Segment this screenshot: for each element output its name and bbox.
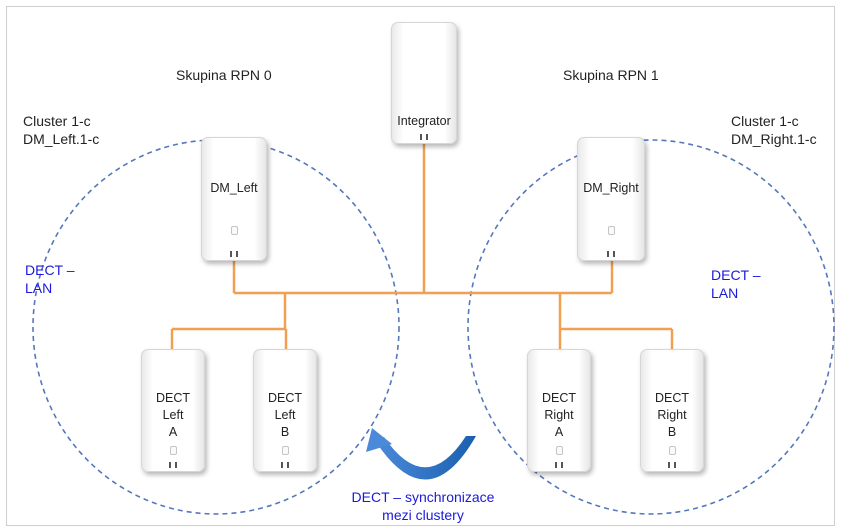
- dect-left-a-label: DECT Left A: [155, 391, 191, 439]
- dm-left-device: DM_Left: [201, 137, 267, 261]
- dect-left-b-device: DECT Left B: [253, 349, 317, 472]
- port-icon: [230, 251, 232, 257]
- dect-lan-right-label: DECT – LAN: [711, 267, 761, 301]
- dm-right-label: DM_Right: [583, 181, 639, 195]
- dect-lan-left-label: DECT – LAN: [25, 262, 75, 296]
- port-icon: [281, 462, 283, 468]
- cluster-right-label: Cluster 1-c DM_Right.1-c: [731, 113, 817, 147]
- port-icon: [555, 462, 557, 468]
- port-icon: [236, 251, 238, 257]
- dect-right-a-label: DECT Right A: [541, 391, 577, 439]
- cluster-right-outline: [467, 139, 835, 515]
- dect-right-a-device: DECT Right A: [527, 349, 591, 472]
- status-led-icon: [231, 226, 238, 235]
- group-left-title: Skupina RPN 0: [176, 67, 272, 83]
- cluster-left-label: Cluster 1-c DM_Left.1-c: [23, 113, 100, 147]
- port-icon: [674, 462, 676, 468]
- dect-right-b-label: DECT Right B: [654, 391, 690, 439]
- dm-left-label: DM_Left: [210, 181, 258, 195]
- port-icon: [613, 251, 615, 257]
- port-icon: [668, 462, 670, 468]
- group-right-title: Skupina RPN 1: [563, 67, 659, 83]
- status-led-icon: [170, 446, 177, 455]
- lan-wiring: [170, 144, 674, 351]
- status-led-icon: [608, 226, 615, 235]
- integrator-label: Integrator: [397, 114, 451, 128]
- status-led-icon: [282, 446, 289, 455]
- port-icon: [420, 134, 422, 140]
- dect-right-b-device: DECT Right B: [640, 349, 704, 472]
- diagram-frame: [6, 6, 835, 526]
- port-icon: [426, 134, 428, 140]
- dect-left-a-device: DECT Left A: [141, 349, 205, 472]
- port-icon: [175, 462, 177, 468]
- port-icon: [287, 462, 289, 468]
- status-led-icon: [556, 446, 563, 455]
- port-icon: [169, 462, 171, 468]
- sync-label: DECT – synchronizace mezi clustery: [351, 489, 495, 523]
- sync-arrow-icon: [366, 428, 476, 480]
- dm-right-device: DM_Right: [577, 137, 645, 261]
- port-icon: [561, 462, 563, 468]
- dect-left-b-label: DECT Left B: [267, 391, 303, 439]
- integrator-device: Integrator: [391, 22, 457, 144]
- port-icon: [607, 251, 609, 257]
- cluster-left-outline: [32, 139, 400, 515]
- status-led-icon: [669, 446, 676, 455]
